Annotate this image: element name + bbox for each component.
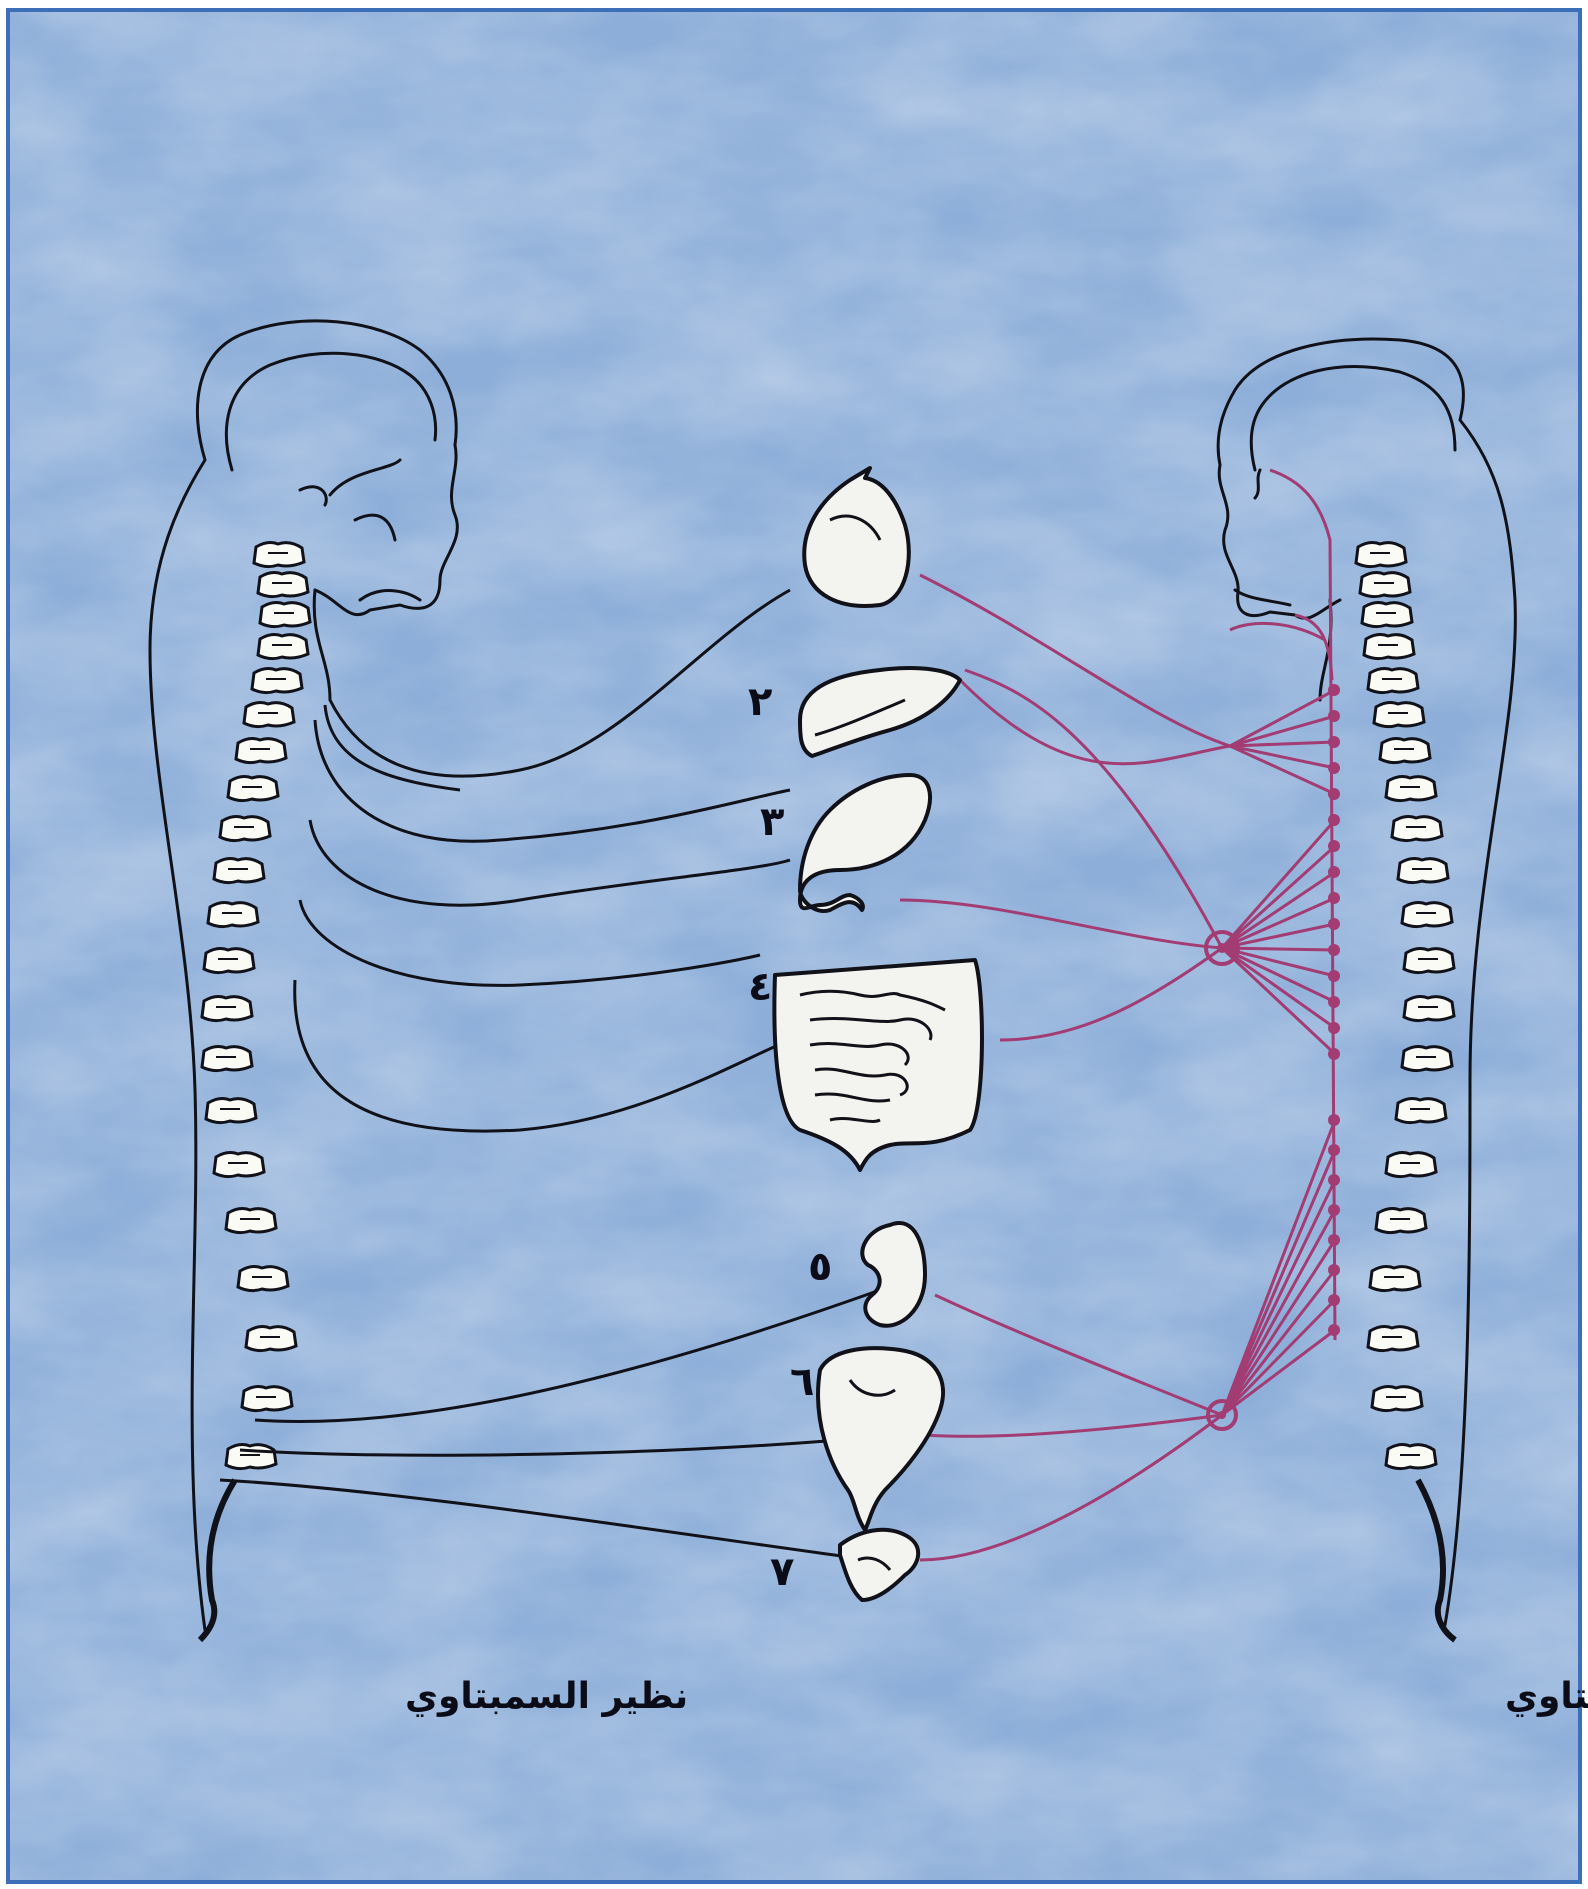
organ-number-7: ٧ <box>770 1549 794 1595</box>
organ-number-2: ٢ <box>748 679 772 725</box>
organ-number-6: ٦ <box>790 1359 814 1405</box>
organ-number-4: ٤ <box>748 964 772 1010</box>
parasympathetic-label: نظير السمبتاوي <box>405 1676 688 1717</box>
organ-number-3: ٣ <box>760 799 784 845</box>
organ-number-5: ٥ <box>808 1244 832 1290</box>
sympathetic-label: الجهاز العصبي السمبتاوي <box>1505 1676 1588 1717</box>
